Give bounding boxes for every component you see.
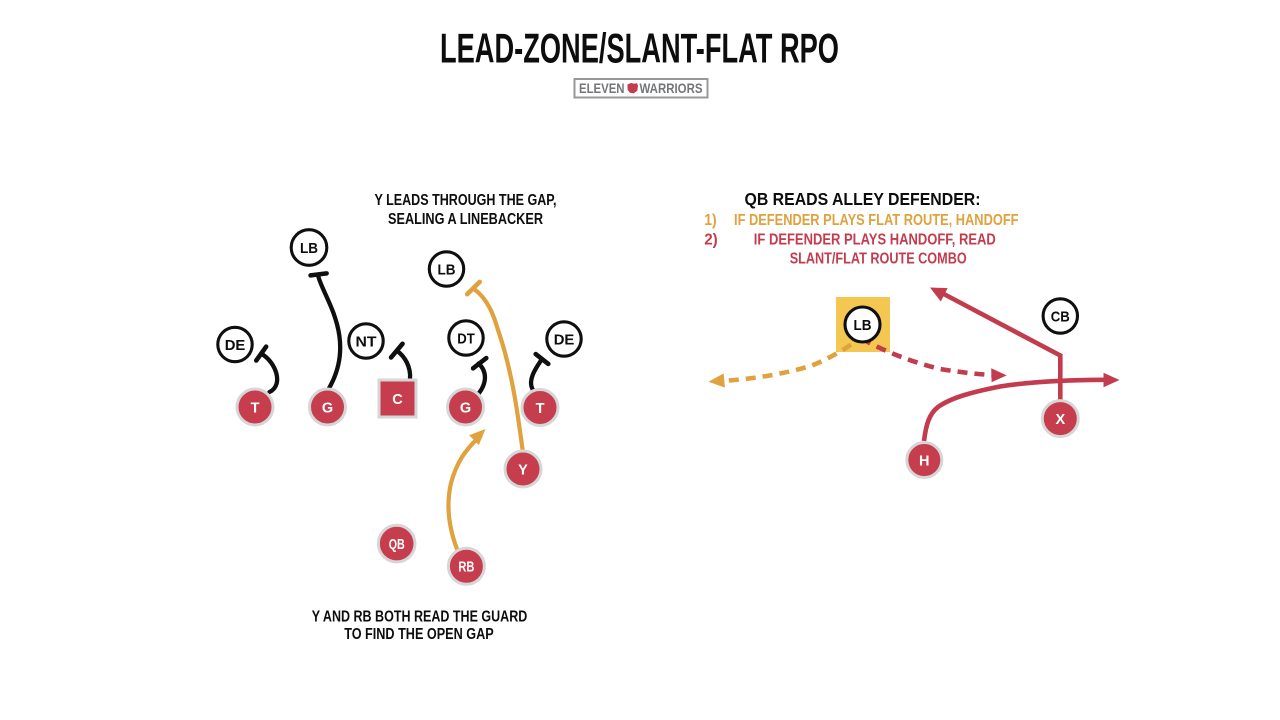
svg-text:TO FIND THE OPEN GAP: TO FIND THE OPEN GAP [344,626,494,643]
svg-text:SEALING A LINEBACKER: SEALING A LINEBACKER [388,211,543,228]
svg-text:2): 2) [704,231,718,248]
svg-text:T: T [251,400,260,416]
svg-text:1): 1) [704,212,717,229]
svg-text:LB: LB [300,240,318,257]
svg-text:Y LEADS THROUGH THE GAP,: Y LEADS THROUGH THE GAP, [375,192,557,209]
svg-text:DE: DE [225,337,246,354]
svg-text:NT: NT [356,334,377,351]
svg-text:ELEVEN: ELEVEN [579,80,625,96]
svg-text:LB: LB [438,262,456,279]
svg-text:Y: Y [518,462,528,478]
svg-text:LB: LB [854,317,872,334]
svg-text:QB READS ALLEY DEFENDER:: QB READS ALLEY DEFENDER: [745,189,981,209]
svg-text:QB: QB [389,537,405,553]
svg-text:RB: RB [458,560,474,576]
svg-text:H: H [919,453,929,469]
svg-text:T: T [536,401,545,417]
svg-text:X: X [1055,412,1065,428]
svg-text:WARRIORS: WARRIORS [640,80,703,96]
svg-text:Y AND RB BOTH READ THE GUARD: Y AND RB BOTH READ THE GUARD [312,609,528,626]
svg-text:DE: DE [554,332,575,349]
svg-text:G: G [460,400,471,416]
svg-text:G: G [322,400,333,416]
svg-text:C: C [392,392,403,408]
svg-text:SLANT/FLAT ROUTE COMBO: SLANT/FLAT ROUTE COMBO [790,250,967,267]
svg-text:IF DEFENDER PLAYS HANDOFF, REA: IF DEFENDER PLAYS HANDOFF, READ [754,231,996,248]
svg-text:DT: DT [457,331,475,348]
svg-text:CB: CB [1051,309,1070,326]
svg-text:LEAD-ZONE/SLANT-FLAT RPO: LEAD-ZONE/SLANT-FLAT RPO [440,25,839,72]
svg-text:IF DEFENDER PLAYS FLAT ROUTE,: IF DEFENDER PLAYS FLAT ROUTE, HANDOFF [734,212,1019,229]
